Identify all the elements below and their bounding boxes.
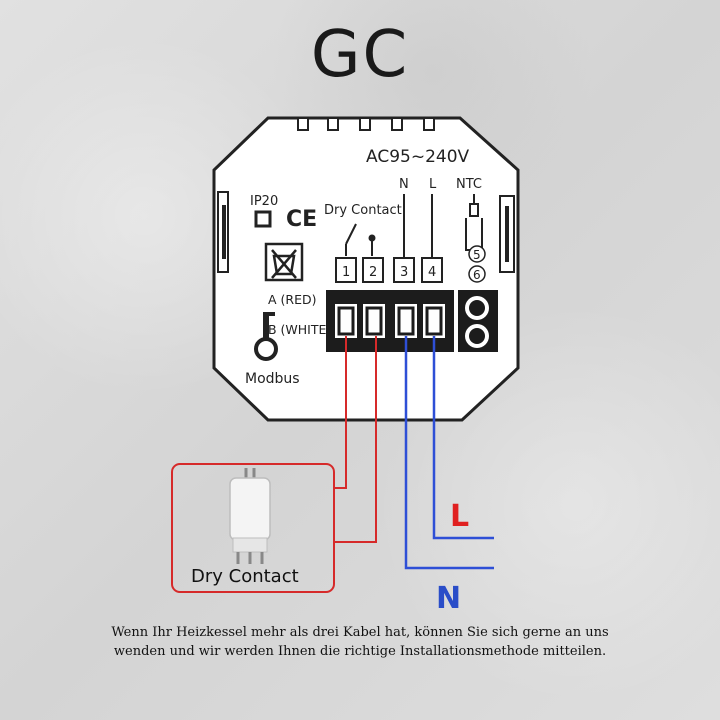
top-clips <box>297 117 435 131</box>
red-wires <box>334 336 377 543</box>
terminal-l-label: L <box>429 177 437 192</box>
ip-rating: IP20 <box>250 194 278 209</box>
svg-text:5: 5 <box>473 248 481 262</box>
caption: Wenn Ihr Heizkessel mehr als drei Kabel … <box>40 623 680 661</box>
relay-box <box>171 463 335 593</box>
modbus-label: Modbus <box>245 371 300 387</box>
modbus-a-label: A (RED) <box>268 292 317 307</box>
modbus-connector-icon <box>254 312 278 361</box>
relay-icon <box>229 468 271 564</box>
voltage-label: AC95~240V <box>366 147 470 167</box>
svg-text:3: 3 <box>400 265 408 280</box>
relay-box-label: Dry Contact <box>191 566 299 587</box>
svg-text:1: 1 <box>342 265 350 280</box>
ip-symbol <box>254 210 272 228</box>
page-title: GC <box>310 18 410 92</box>
caption-line-2: wenden und wir werden Ihnen die richtige… <box>113 644 607 659</box>
ntc-terminal-block <box>458 290 498 352</box>
terminal-label-4: 4 <box>421 257 443 283</box>
ce-mark: CE <box>286 207 317 232</box>
terminal-label-2: 2 <box>362 257 384 283</box>
terminal-label-1: 1 <box>335 257 357 283</box>
terminal-n-label: N <box>399 177 409 192</box>
ntc-terminal-5: 5 <box>468 245 486 263</box>
svg-text:6: 6 <box>473 268 481 282</box>
weee-bin-icon <box>264 242 304 282</box>
terminal-label-3: 3 <box>393 257 415 283</box>
svg-text:2: 2 <box>369 265 377 280</box>
blue-wires <box>404 336 494 570</box>
left-clip-inner <box>222 205 226 259</box>
live-label: L <box>450 499 469 534</box>
caption-line-1: Wenn Ihr Heizkessel mehr als drei Kabel … <box>111 625 609 640</box>
switch-symbol <box>345 223 376 256</box>
terminal-block <box>326 290 454 352</box>
ntc-terminal-6: 6 <box>468 265 486 283</box>
ntc-label: NTC <box>456 177 482 192</box>
dry-contact-label: Dry Contact <box>324 203 402 218</box>
svg-text:4: 4 <box>428 265 436 280</box>
right-clip-inner <box>505 206 509 262</box>
neutral-label: N <box>436 581 461 616</box>
modbus-b-label: B (WHITE <box>268 322 327 337</box>
